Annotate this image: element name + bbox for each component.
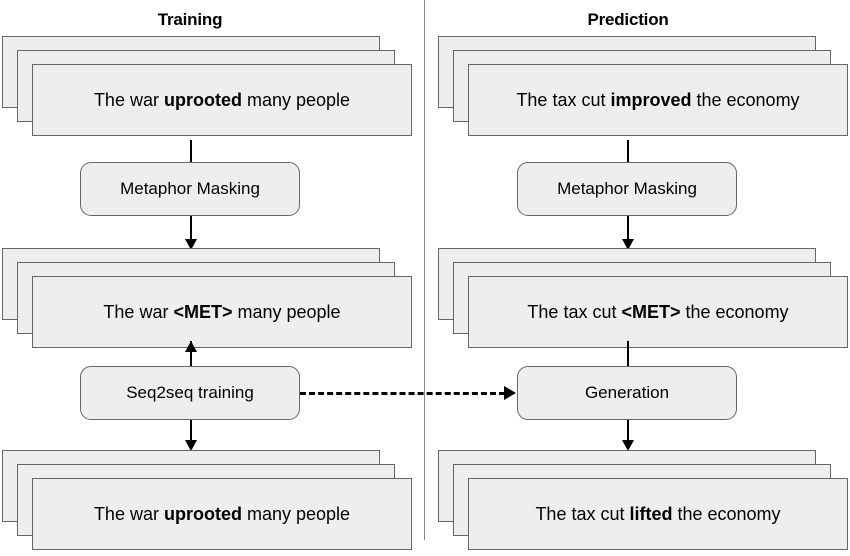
process-box-training-masking[interactable]: Metaphor Masking	[80, 162, 300, 216]
connector-prediction-input-to-masking	[627, 140, 629, 162]
connector-prediction-masked-to-generation	[627, 341, 629, 367]
process-label: Generation	[584, 383, 670, 402]
connector-training-masking-to-masked	[190, 216, 192, 244]
process-box-prediction-generation[interactable]: Generation	[517, 366, 737, 420]
text-suffix: the economy	[691, 90, 800, 110]
card-front[interactable]: The war <MET> many people	[32, 276, 412, 348]
arrowhead-right-generation	[504, 386, 516, 400]
text-bold: lifted	[629, 504, 673, 524]
sentence-stack-prediction-masked: The tax cut <MET> the economy	[438, 248, 850, 354]
arrowhead-down-training-target	[185, 440, 197, 451]
sentence-stack-training-target: The war uprooted many people	[2, 450, 414, 556]
column-divider	[424, 0, 425, 540]
card-text: The tax cut <MET> the economy	[519, 301, 796, 323]
process-box-training-seq2seq[interactable]: Seq2seq training	[80, 366, 300, 420]
text-suffix: the economy	[680, 302, 789, 322]
card-front[interactable]: The war uprooted many people	[32, 478, 412, 550]
process-box-prediction-masking[interactable]: Metaphor Masking	[517, 162, 737, 216]
process-label: Metaphor Masking	[120, 179, 260, 198]
text-prefix: The war	[103, 302, 174, 322]
card-front[interactable]: The tax cut improved the economy	[468, 64, 848, 136]
card-text: The war uprooted many people	[86, 89, 358, 111]
connector-training-seq2seq-to-masked	[190, 341, 192, 367]
text-prefix: The war	[93, 504, 164, 524]
card-front[interactable]: The tax cut lifted the economy	[468, 478, 848, 550]
card-front[interactable]: The war uprooted many people	[32, 64, 412, 136]
text-bold: uprooted	[163, 90, 242, 110]
sentence-stack-prediction-input: The tax cut improved the economy	[438, 36, 850, 142]
connector-training-input-to-masking	[190, 140, 192, 162]
text-suffix: the economy	[672, 504, 781, 524]
arrowhead-down-prediction-masked	[622, 239, 634, 250]
text-suffix: many people	[241, 90, 351, 110]
arrowhead-up-training-masked	[185, 341, 197, 352]
connector-prediction-masking-to-masked	[627, 216, 629, 244]
process-label: Metaphor Masking	[557, 179, 697, 198]
card-text: The war uprooted many people	[86, 503, 358, 525]
card-text: The tax cut improved the economy	[508, 89, 807, 111]
sentence-stack-training-input: The war uprooted many people	[2, 36, 414, 142]
sentence-stack-prediction-output: The tax cut lifted the economy	[438, 450, 850, 556]
sentence-stack-training-masked: The war <MET> many people	[2, 248, 414, 354]
connector-training-seq2seq-to-target	[190, 420, 192, 448]
arrowhead-down-prediction-output	[622, 440, 634, 451]
text-prefix: The war	[93, 90, 164, 110]
card-text: The tax cut lifted the economy	[527, 503, 788, 525]
arrowhead-down-training-masked	[185, 239, 197, 250]
card-text: The war <MET> many people	[95, 301, 348, 323]
card-front[interactable]: The tax cut <MET> the economy	[468, 276, 848, 348]
column-title-training: Training	[157, 10, 223, 29]
column-title-prediction: Prediction	[587, 10, 669, 29]
connector-prediction-generation-to-output	[627, 420, 629, 448]
process-label: Seq2seq training	[126, 383, 254, 402]
text-bold: uprooted	[163, 504, 242, 524]
text-prefix: The tax cut	[527, 302, 622, 322]
text-bold: <MET>	[621, 302, 681, 322]
text-suffix: many people	[232, 302, 341, 322]
dashed-link-seq2seq-to-generation	[300, 392, 505, 395]
text-suffix: many people	[241, 504, 351, 524]
text-prefix: The tax cut	[535, 504, 630, 524]
text-prefix: The tax cut	[516, 90, 611, 110]
text-bold: improved	[610, 90, 692, 110]
text-bold: <MET>	[173, 302, 233, 322]
